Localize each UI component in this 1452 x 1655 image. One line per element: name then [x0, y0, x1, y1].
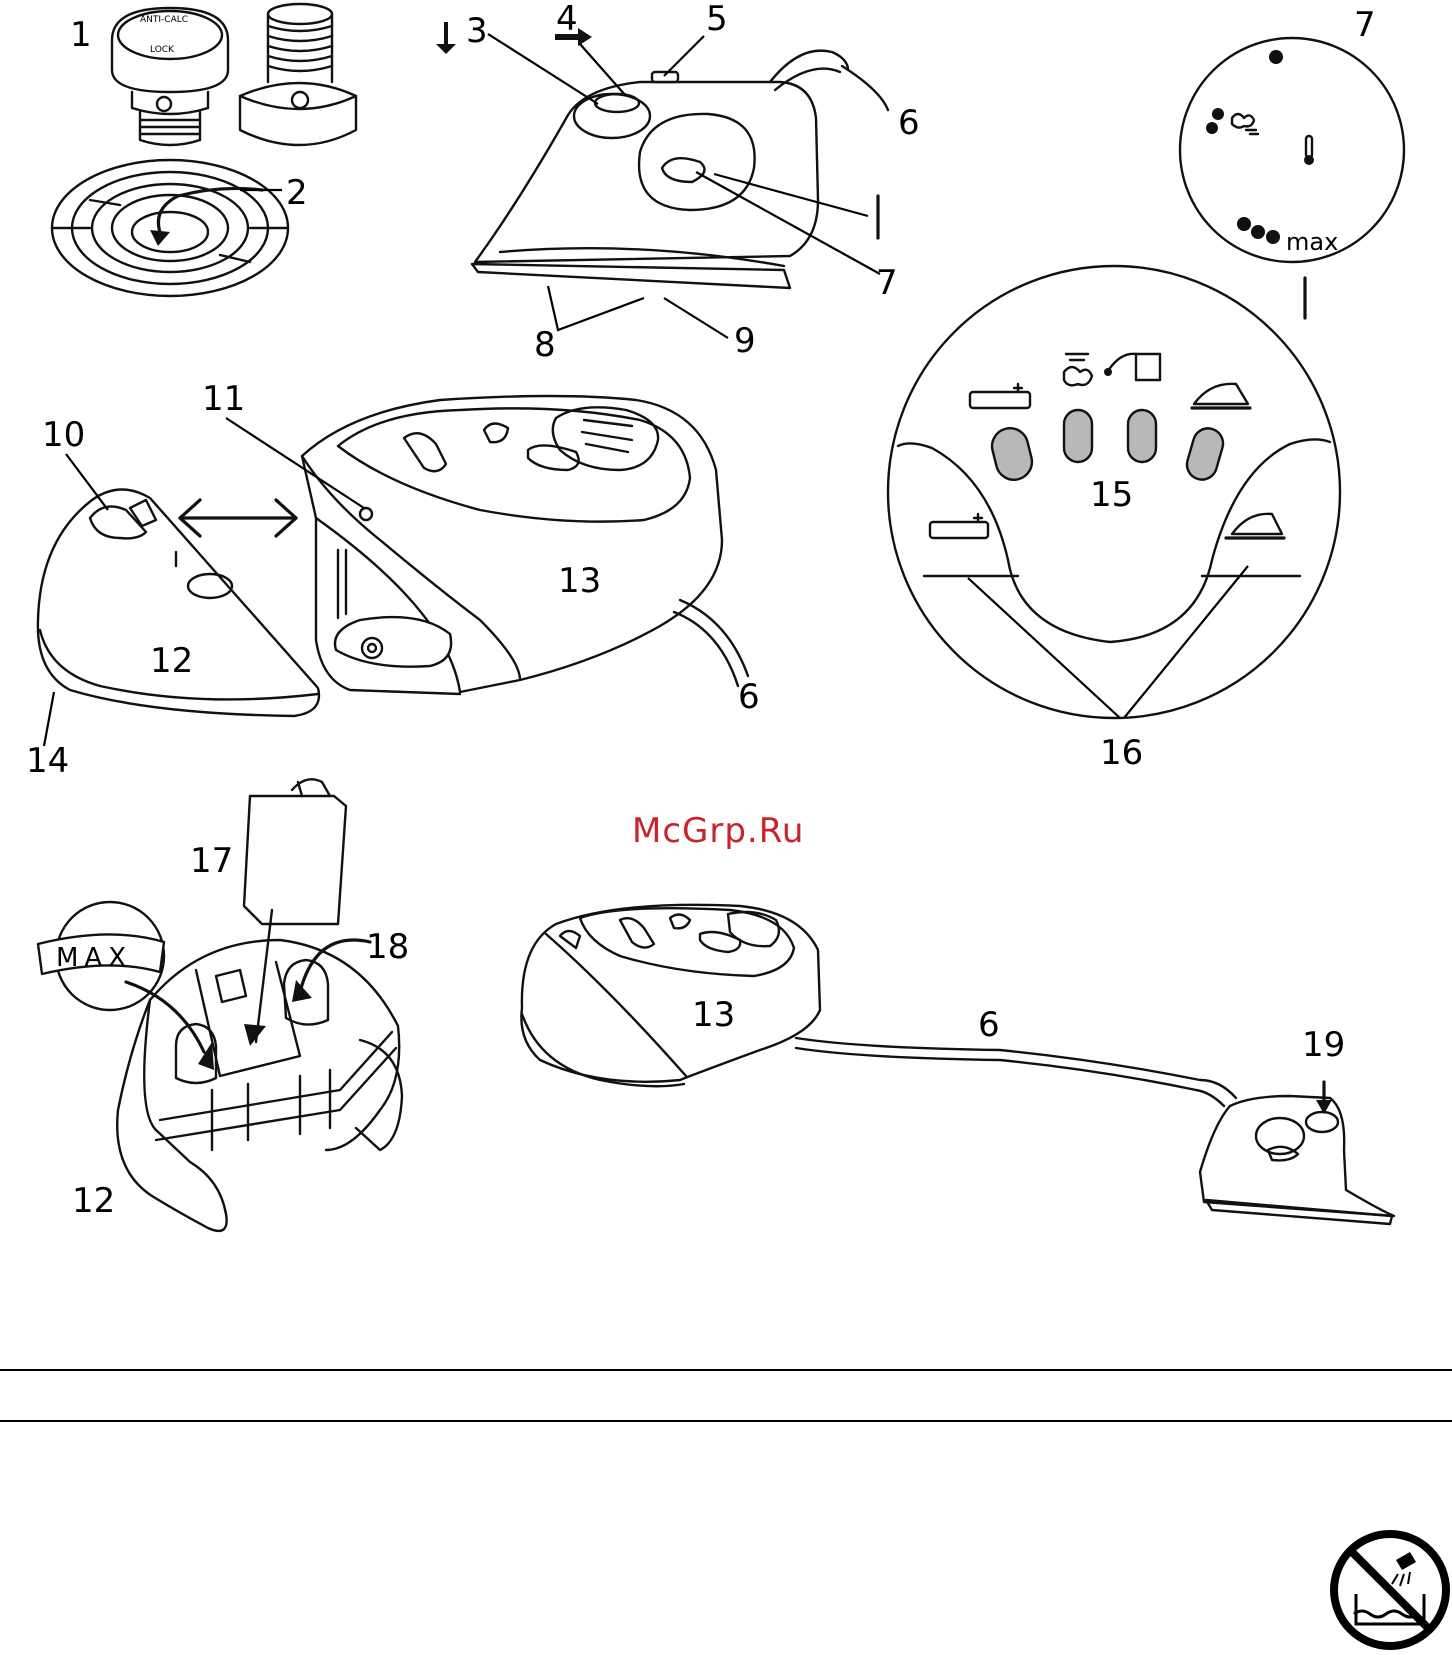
callout-10: 10 [42, 415, 85, 455]
lamp-1 [988, 424, 1036, 483]
steam-icon [1232, 114, 1254, 128]
callout-18: 18 [366, 927, 409, 967]
callout-15: 15 [1090, 475, 1133, 515]
iron-icon [1192, 384, 1250, 408]
max-label: MAX [56, 943, 132, 973]
lamp-2 [1064, 410, 1092, 462]
lamp-3 [1128, 410, 1156, 462]
iron-icon [1226, 514, 1284, 538]
thermometer-icon [1304, 136, 1314, 165]
water-refill-icon [1104, 354, 1160, 380]
callout-12-top: 12 [150, 641, 193, 681]
callout-6-top: 6 [898, 103, 920, 143]
callout-6-bottom: 6 [978, 1005, 1000, 1045]
temperature-dial-figure: max [1180, 38, 1404, 318]
lamp-4 [1183, 425, 1226, 483]
steam-iron-figure [436, 22, 888, 288]
watermark: McGrp.Ru [632, 811, 804, 851]
callout-13-bottom: 13 [692, 995, 735, 1035]
boiler-icon [970, 384, 1030, 408]
steam-icon [1064, 354, 1092, 385]
callout-3: 3 [466, 11, 488, 51]
callout-6-mid: 6 [738, 677, 760, 717]
callout-19: 19 [1302, 1025, 1345, 1065]
dial-dot-1 [1269, 50, 1283, 64]
callout-1: 1 [70, 15, 92, 55]
base-station-open-figure [38, 396, 748, 716]
callout-13-top: 13 [558, 561, 601, 601]
no-immerse-icon [1334, 1534, 1446, 1646]
callout-9: 9 [734, 321, 756, 361]
dial-max-label: max [1286, 228, 1338, 256]
assembled-system-figure [521, 905, 1394, 1224]
callout-12-bottom: 12 [72, 1181, 115, 1221]
anti-calc-valve-figure: ANTI-CALC LOCK [52, 4, 356, 296]
cap-text-bottom: LOCK [150, 45, 175, 55]
boiler-icon [930, 514, 988, 538]
callout-7-iron: 7 [876, 263, 898, 303]
callout-11: 11 [202, 379, 245, 419]
callout-4: 4 [556, 0, 578, 39]
callout-7-dial: 7 [1354, 5, 1376, 45]
callout-5: 5 [706, 0, 728, 39]
callout-2: 2 [286, 173, 308, 213]
cap-text-top: ANTI-CALC [140, 15, 188, 25]
callout-14: 14 [26, 741, 69, 781]
callout-8: 8 [534, 325, 556, 365]
callout-17: 17 [190, 841, 233, 881]
callout-16: 16 [1100, 733, 1143, 773]
